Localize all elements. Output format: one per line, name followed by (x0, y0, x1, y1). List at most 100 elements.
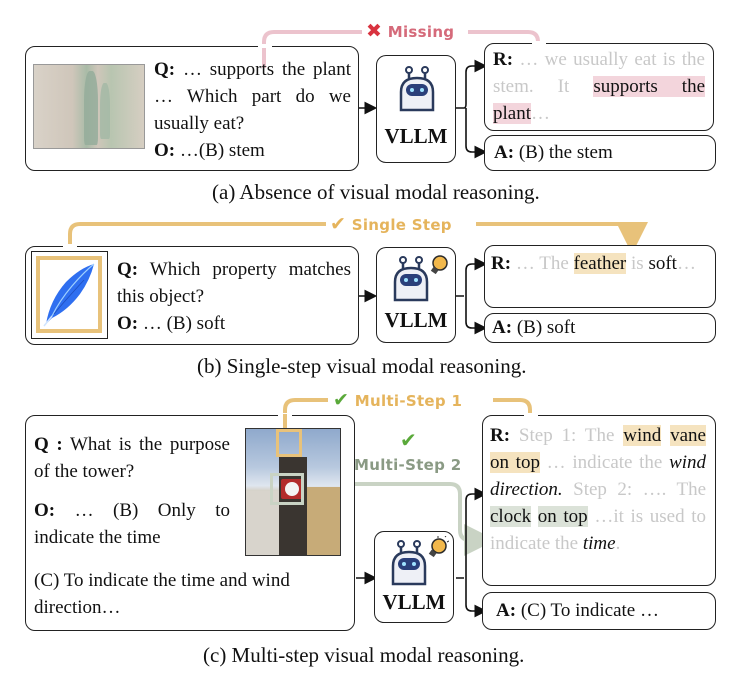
wind-vane-highlight (276, 429, 302, 457)
answer-text: (C) To indicate … (520, 600, 659, 621)
caption-a: (a) Absence of visual modal reasoning. (212, 180, 540, 204)
panel-b-answer: A: (B) soft (492, 314, 575, 341)
bamboo-shoot (100, 83, 110, 139)
step-1-grey-text: … indicate the (546, 452, 663, 473)
multi-step-1-label: Multi-Step 1 (354, 392, 463, 410)
reasoning-label: R: (493, 49, 514, 70)
reasoning-label: R: (491, 253, 512, 274)
robot-icon (397, 66, 437, 114)
flow-branch-a (456, 65, 478, 153)
options-label: O: (117, 313, 139, 334)
panel-a-reasoning: R: … we usually eat is the stem. It supp… (493, 46, 705, 127)
panel-b-question: Q: Which property matches this object? (117, 256, 351, 310)
panel-c-reasoning: R: Step 1: The wind vane on top … indica… (490, 422, 706, 557)
caption-c: (c) Multi-step visual modal reasoning. (203, 643, 525, 667)
question-text: … supports the plant … Which part do we … (154, 59, 351, 134)
question-label: Q : (34, 434, 63, 455)
panel-c-options: O: … (B) Only to indicate the time (34, 497, 230, 551)
reasoning-label: R: (490, 425, 511, 446)
reasoning-grey-text: is (631, 253, 644, 274)
panel-c-vllm-box: VLLM (374, 531, 454, 623)
step-2-italic-text: time (582, 533, 616, 554)
question-label: Q: (117, 259, 139, 280)
border-gap (278, 413, 292, 418)
feather-icon (43, 263, 95, 327)
panel-c-answer-box (482, 592, 716, 630)
clock-highlight (270, 473, 304, 505)
building-right (307, 487, 340, 555)
caption-b: (b) Single-step visual modal reasoning. (197, 354, 527, 378)
panel-b-answer-box (484, 313, 716, 343)
step-1-grey-text: Step 1: The (518, 425, 615, 446)
panel-b-reasoning: R: … The feather is soft… (491, 250, 705, 277)
options-text-c: (C) To indicate the time and wind direct… (34, 570, 290, 618)
panel-b-options: O: … (B) soft (117, 310, 225, 337)
flow-branch-b (456, 263, 478, 329)
lightbulb-icon (429, 254, 449, 276)
feather-image (36, 256, 102, 333)
step-1-italic-text: wind direction. (490, 452, 707, 500)
reasoning-ellipsis: … (531, 103, 550, 124)
single-step-label: Single Step (351, 216, 452, 234)
question-label: Q: (154, 59, 176, 80)
panel-c-option-c: (C) To indicate the time and wind direct… (34, 567, 344, 621)
border-gap (258, 44, 272, 49)
reasoning-highlight-feather: feather (573, 253, 627, 274)
robot-icon (389, 540, 429, 588)
bamboo-shoot (84, 71, 98, 145)
building-left (246, 491, 279, 555)
vllm-label: VLLM (384, 308, 448, 332)
reasoning-dark-text: soft (648, 253, 677, 274)
answer-label: A: (494, 142, 515, 163)
reasoning-grey-text: … The (515, 253, 569, 274)
step-2-grey-text: …it is used to indicate the (490, 506, 707, 554)
panel-a-answer-box (484, 135, 716, 171)
multi-step-1-annotation: ✔ Multi-Step 1 (333, 389, 462, 411)
highlight-clock: clock (490, 506, 532, 527)
step-2-period: . (615, 533, 621, 554)
clock-face (281, 479, 303, 499)
reasoning-grey-text: … we usually eat is the stem. It (493, 49, 705, 97)
reasoning-ellipsis: … (676, 253, 696, 274)
highlight-on-top: on top (537, 506, 588, 527)
panel-a-question: Q: … supports the plant … Which part do … (154, 56, 351, 137)
question-text: What is the purpose of the tower? (34, 434, 230, 482)
check-mark-icon: ✔ (400, 428, 417, 452)
panel-c-answer: A: (C) To indicate … (496, 597, 659, 624)
check-mark-icon: ✔ (330, 213, 347, 235)
panel-b-vllm-box: VLLM (376, 247, 456, 343)
options-label: O: (34, 500, 56, 521)
lightbulb-icon (427, 535, 450, 560)
vllm-label: VLLM (384, 124, 448, 148)
answer-text: (B) soft (516, 317, 576, 338)
multi-step-2-annotation: Multi-Step 2 (354, 456, 461, 474)
missing-annotation: ✖ Missing (366, 20, 454, 42)
bamboo-image (33, 64, 145, 149)
feather-image-frame (31, 251, 108, 339)
single-step-connector-right (476, 222, 648, 254)
tower-body (279, 457, 307, 555)
answer-label: A: (496, 600, 517, 621)
missing-label: Missing (387, 23, 455, 41)
single-step-annotation: ✔ Single Step (330, 213, 452, 235)
border-gap (524, 413, 538, 418)
border-gap (532, 41, 546, 46)
panel-a-answer: A: (B) the stem (494, 139, 613, 166)
options-text: … (B) Only to indicate the time (34, 500, 231, 548)
step-2-grey-text: Step 2: …. The (573, 479, 706, 500)
answer-text: (B) the stem (518, 142, 613, 163)
options-label: O: (154, 140, 176, 161)
panel-c-question: Q : What is the purpose of the tower? (34, 431, 230, 485)
highlight-wind: wind (623, 425, 662, 446)
answer-label: A: (492, 317, 513, 338)
clock-tower-image (245, 428, 341, 556)
flow-branch-c (456, 493, 478, 612)
vllm-label: VLLM (382, 590, 446, 614)
x-mark-icon: ✖ (366, 20, 383, 42)
question-text: Which property matches this object? (117, 259, 351, 307)
multi-step-2-label: Multi-Step 2 (354, 456, 462, 474)
options-text: …(B) stem (179, 140, 265, 161)
border-gap (63, 244, 77, 249)
panel-a-vllm-box: VLLM (376, 55, 456, 163)
robot-icon (391, 256, 431, 304)
